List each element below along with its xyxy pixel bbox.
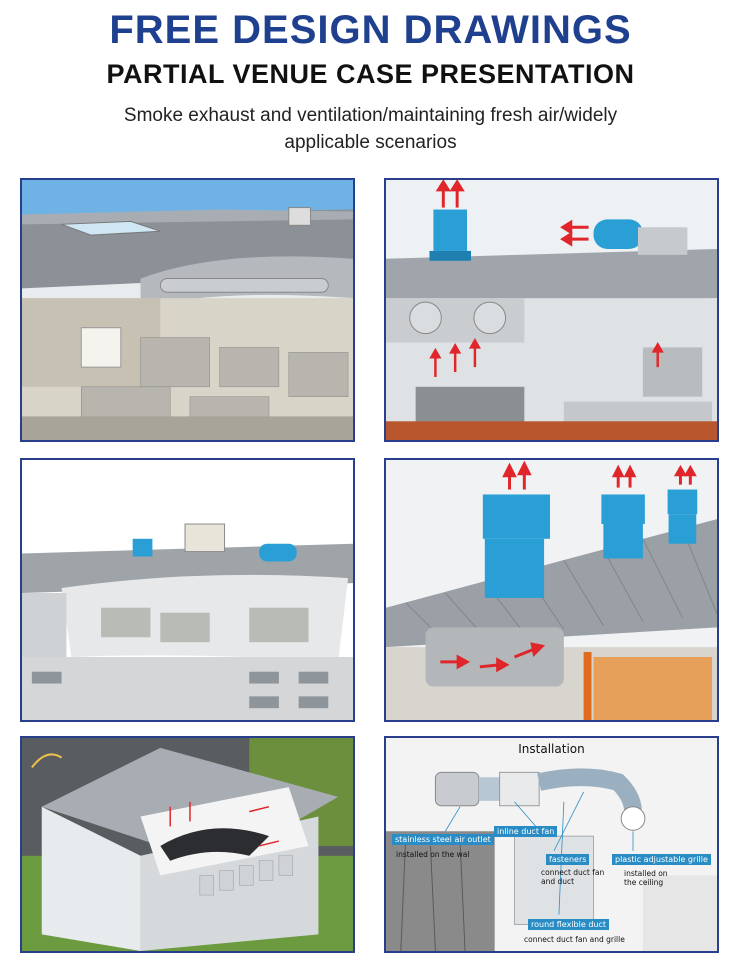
warehouse-illustration — [384, 458, 719, 722]
page-title: FREE DESIGN DRAWINGS — [109, 8, 632, 52]
tagline: Smoke exhaust and ventilation/maintainin… — [123, 105, 618, 153]
building-illustration — [20, 458, 355, 722]
label-inline-fan: inline duct fan — [494, 826, 558, 837]
hangar-illustration — [20, 736, 355, 953]
installation-title: Installation — [518, 742, 585, 756]
label-flex-duct: round flexible duct — [528, 919, 609, 930]
note-flex-duct: connect duct fan and grille — [524, 935, 625, 944]
label-grille: plastic adjustable grille — [612, 854, 711, 865]
page-subtitle: PARTIAL VENUE CASE PRESENTATION — [106, 59, 635, 89]
label-outlet: stainless steel air outlet — [392, 834, 494, 845]
note-fasteners: connect duct fan and duct — [541, 868, 605, 886]
note-outlet: installed on the wal — [396, 850, 470, 859]
kitchen-illustration — [384, 178, 719, 442]
note-grille: installed on the ceiling — [624, 869, 668, 887]
installation-diagram: Installation stainless steel air outlet … — [384, 736, 719, 953]
office-illustration — [20, 178, 355, 442]
label-fasteners: fasteners — [546, 854, 590, 865]
